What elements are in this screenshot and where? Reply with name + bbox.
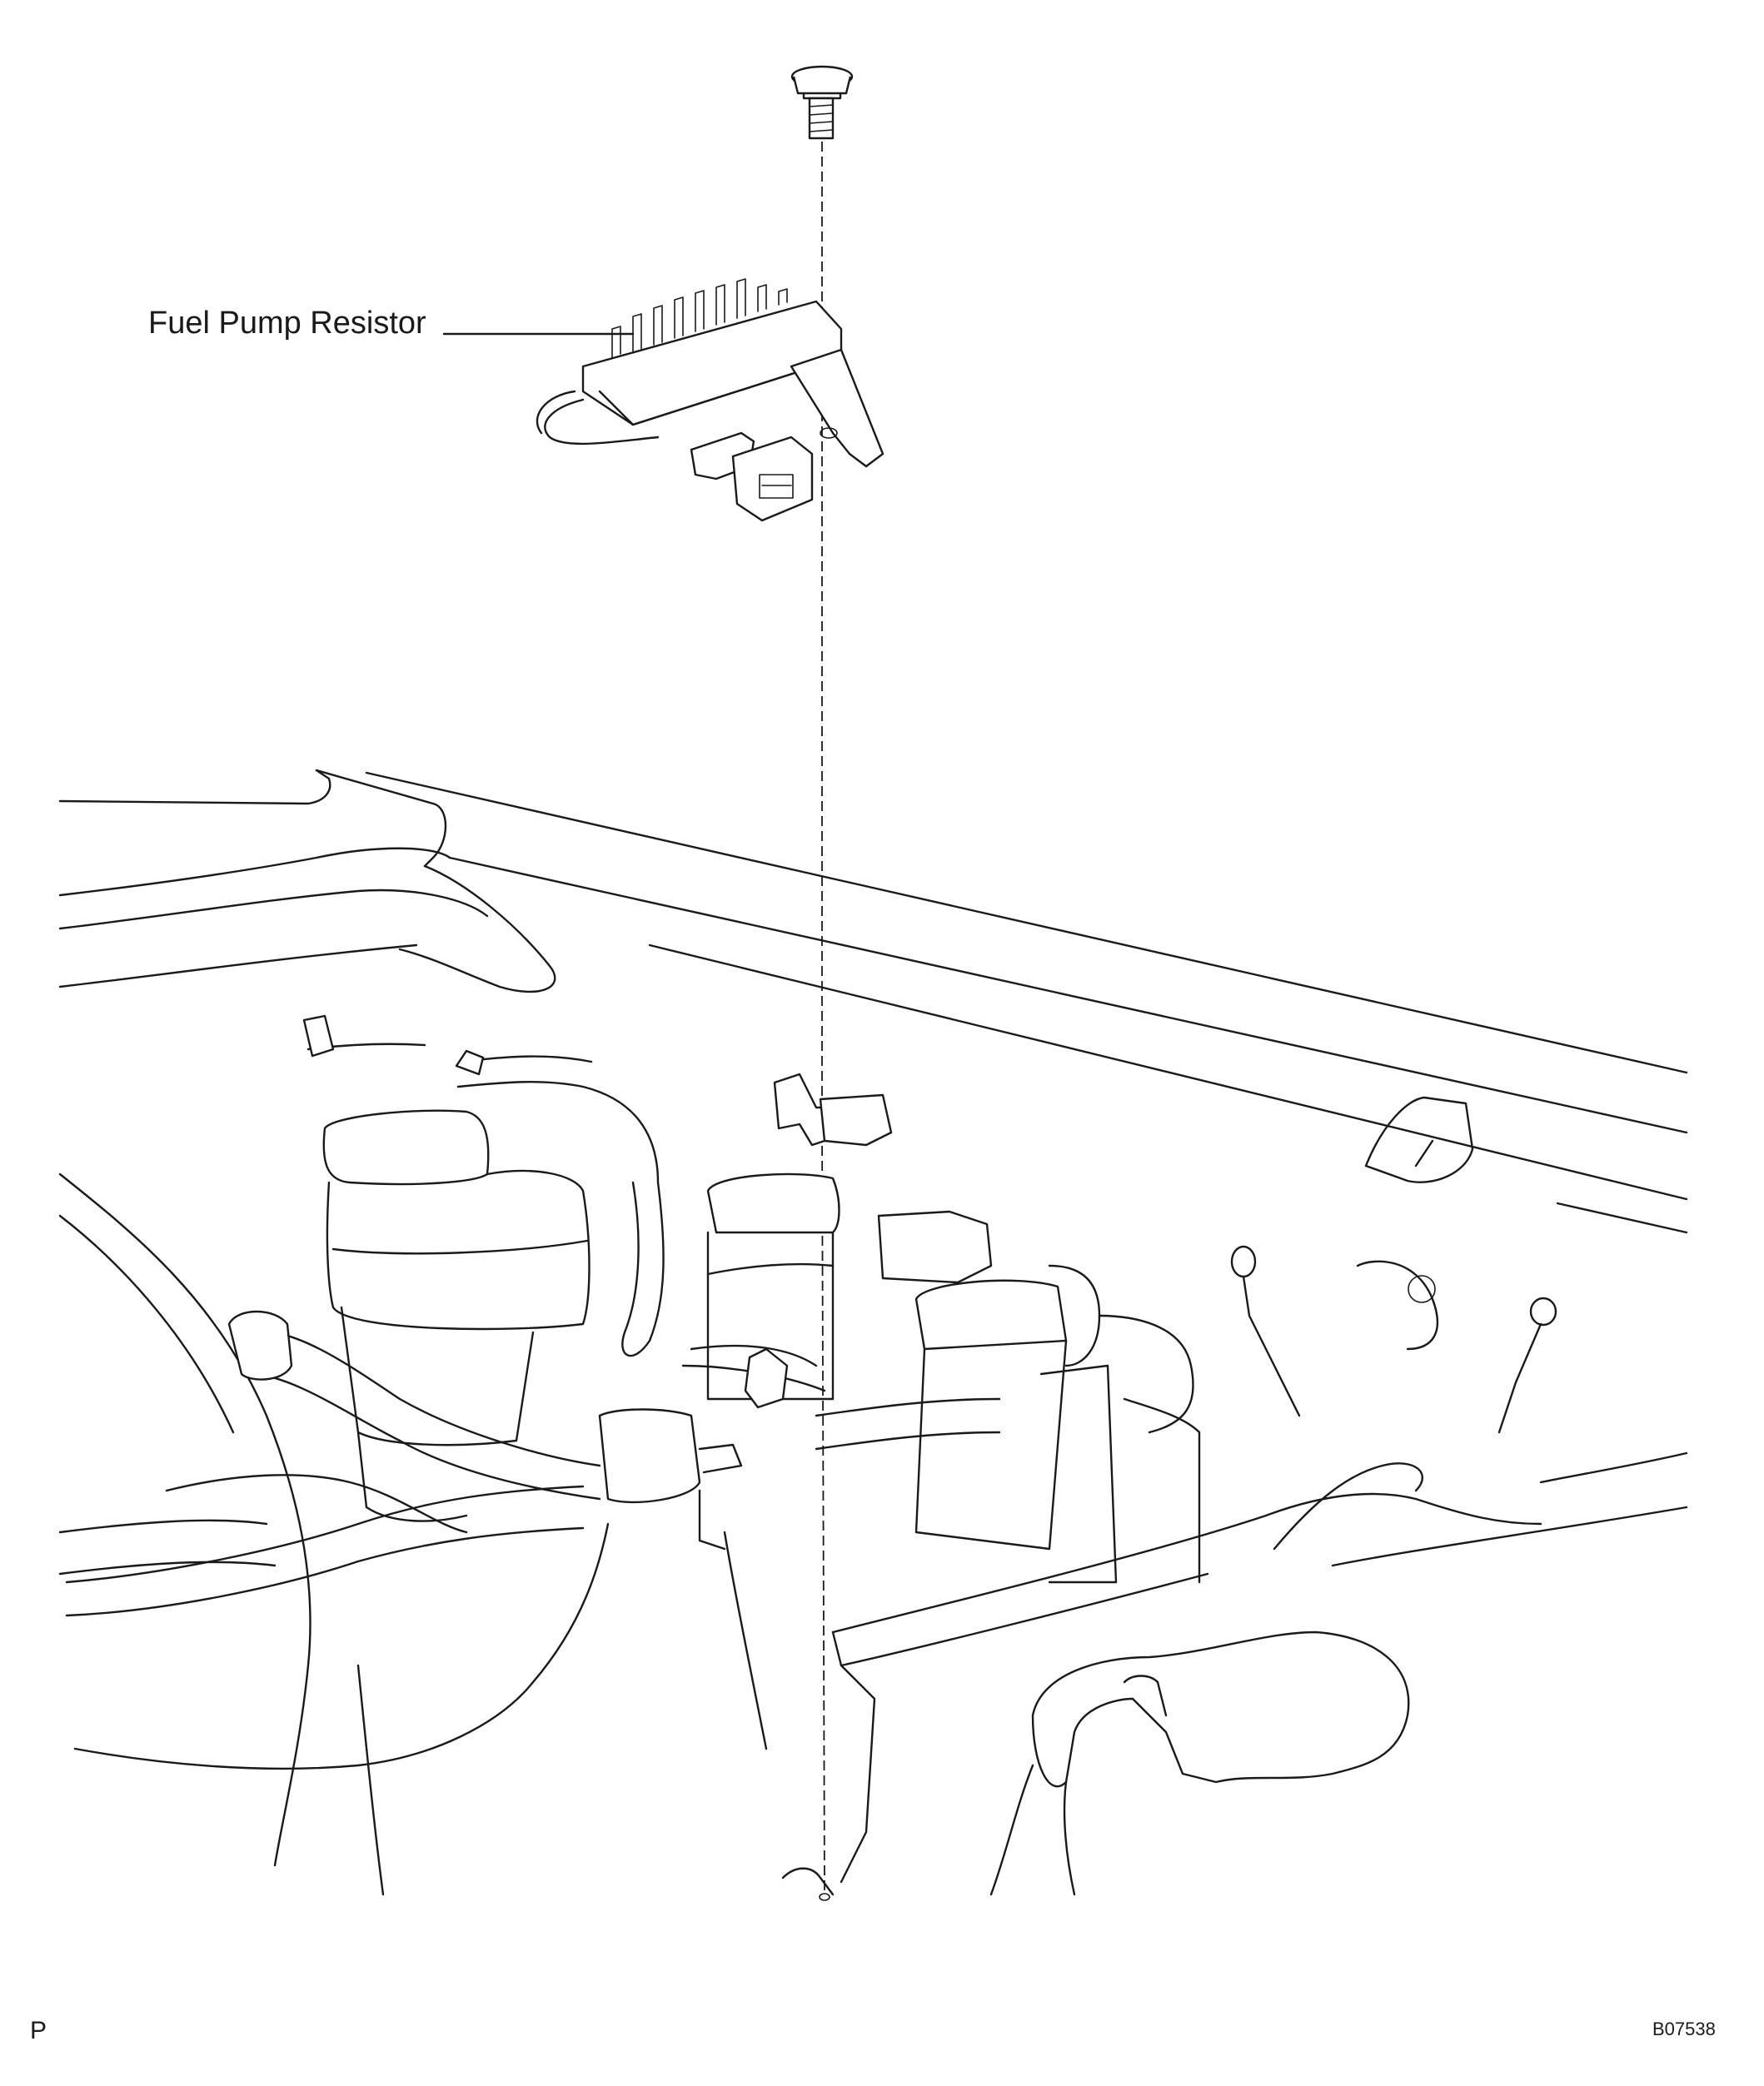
relay-box	[831, 1451, 1688, 1896]
connector-block	[598, 1408, 743, 1551]
figure-code: B07538	[1652, 2019, 1716, 2039]
vacuum-hoses	[65, 1014, 665, 1617]
engine-bay-body	[58, 769, 1688, 1234]
ground-terminals	[1230, 1245, 1557, 1434]
center-component	[681, 1073, 1201, 1584]
fuel-pump-resistor-label: Fuel Pump Resistor	[148, 306, 426, 341]
fuel-pump-resistor	[536, 278, 884, 522]
corner-code: P	[30, 2017, 47, 2044]
mounting-hole	[819, 1893, 830, 1901]
mounting-bolt	[790, 65, 854, 140]
master-cylinder-reservoir	[58, 1109, 610, 1867]
lower-body	[356, 1531, 835, 1896]
